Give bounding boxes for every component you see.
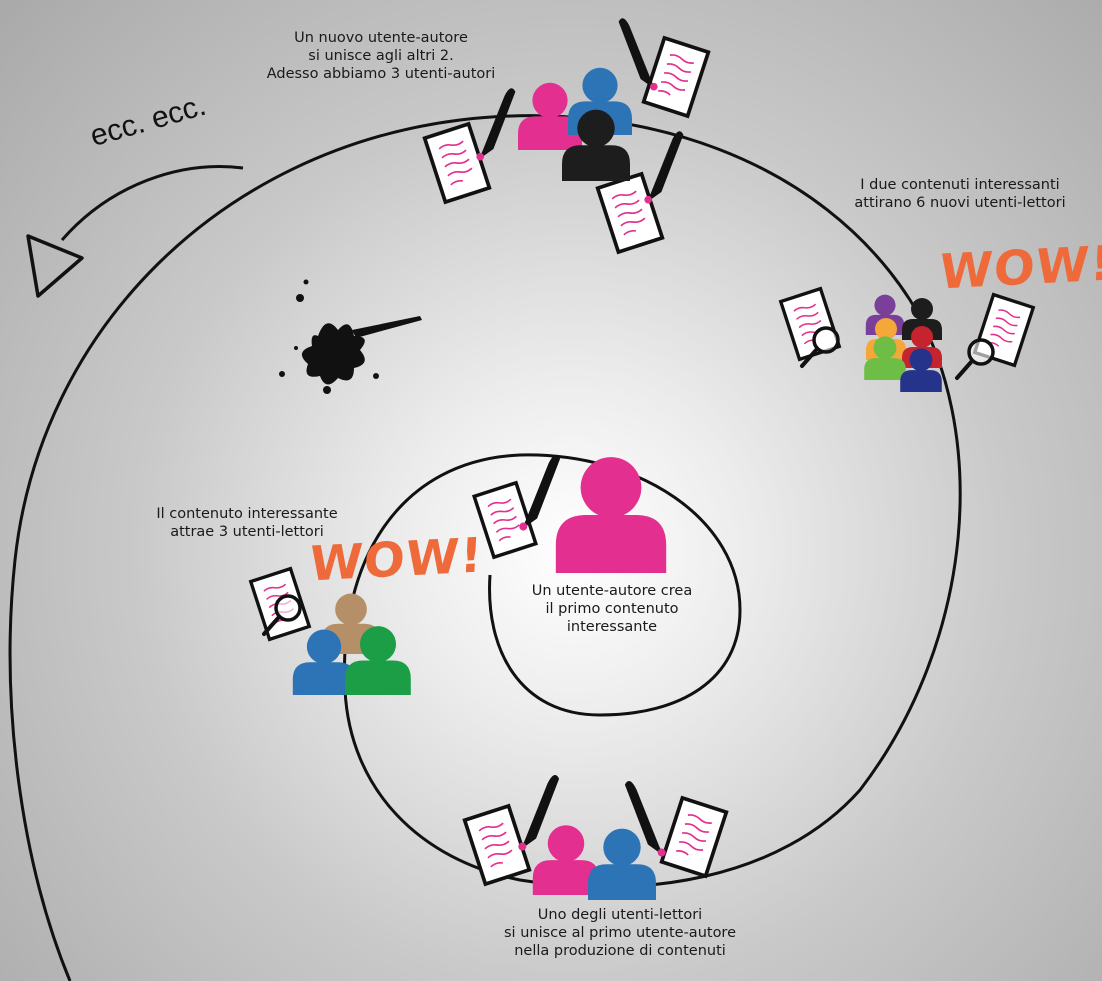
spiral-line [8, 114, 962, 981]
arrow-line [60, 165, 244, 241]
pen-icon [476, 88, 516, 161]
document-icon [595, 172, 665, 254]
author-icon-blue [588, 828, 656, 900]
ink-splat-icon [279, 279, 422, 394]
caption-right: I due contenuti interessanti attirano 6 … [854, 177, 1066, 211]
document-icon [422, 122, 492, 204]
caption-left: Il contenuto interessante attrae 3 utent… [156, 506, 338, 540]
pen-icon [644, 131, 684, 204]
caption-top: Un nuovo utente-autore si unisce agli al… [266, 30, 496, 82]
right-readers-group [779, 286, 1035, 392]
magnifier-icon [955, 338, 995, 380]
arrow-head-icon [26, 234, 84, 298]
author-icon-pink [555, 457, 667, 573]
wow-label-right: WOW! [938, 235, 1102, 301]
caption-bottom: Uno degli utenti-lettori si unisce al pr… [504, 907, 736, 959]
center-author-group [472, 455, 667, 573]
document-icon [659, 796, 729, 878]
document-icon [641, 36, 711, 118]
caption-center: Un utente-autore crea il primo contenuto… [531, 583, 693, 635]
wow-label-left: WOW! [308, 527, 485, 593]
